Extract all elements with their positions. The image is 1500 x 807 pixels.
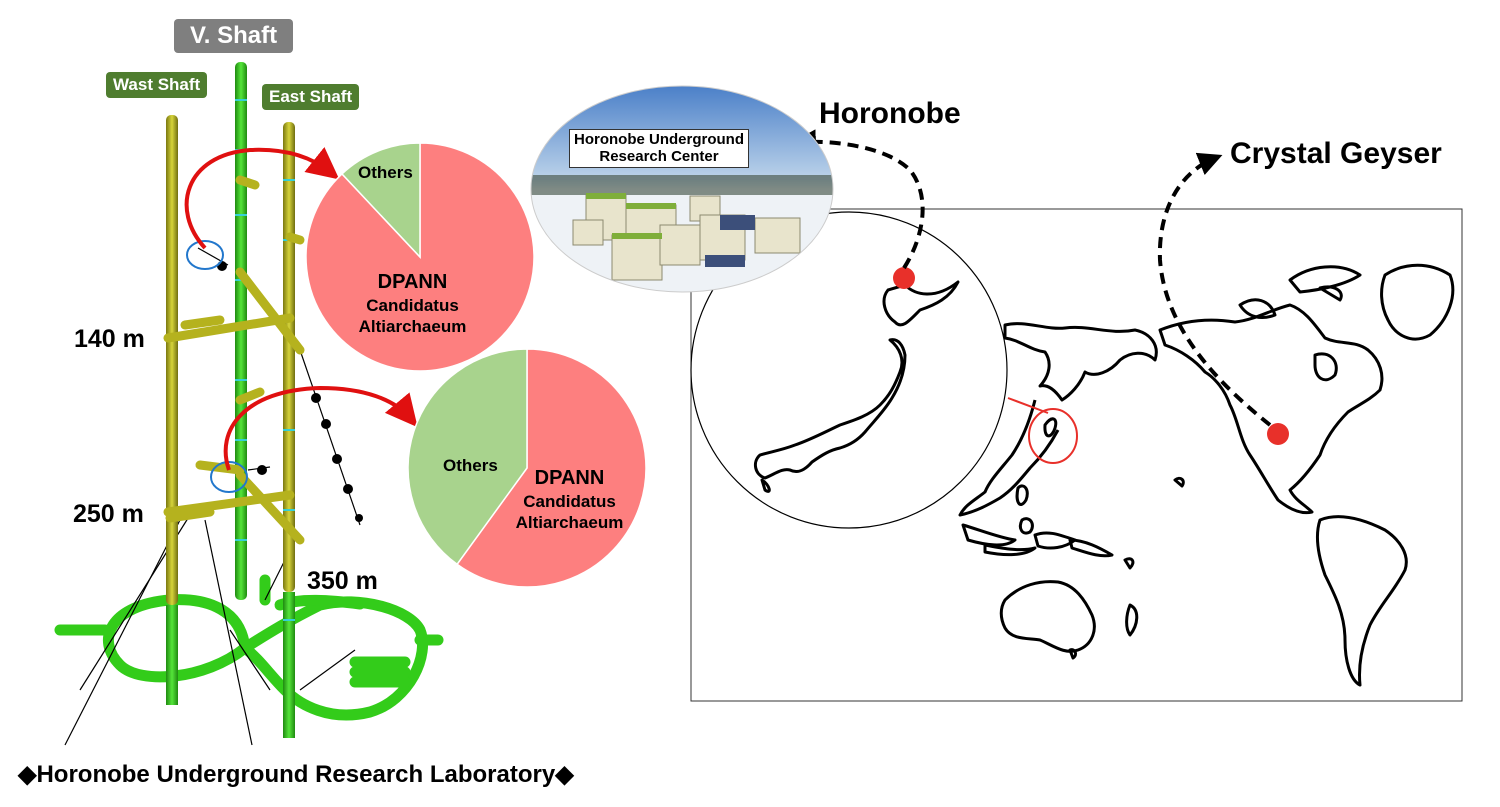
east-shaft-bottom	[283, 592, 295, 738]
pie-chart-250m	[407, 348, 647, 588]
pie2-slice-dpann	[456, 348, 647, 588]
world-map-panel	[690, 129, 1463, 702]
pie1-major-line3: Altiarchaeum	[358, 317, 467, 337]
japan-outline	[753, 280, 960, 493]
west-shaft-tube	[166, 115, 178, 605]
pie1-minor-label: Others	[358, 163, 413, 182]
pie1-slice-others	[340, 142, 421, 259]
sample-circle-250m	[210, 461, 248, 493]
sample-circle-140m	[186, 240, 224, 270]
crystal-geyser-marker	[1267, 423, 1289, 445]
site-label-horonobe: Horonobe	[819, 97, 961, 130]
west-shaft-label: Wast Shaft	[106, 72, 208, 98]
inset-connector	[1007, 397, 1049, 414]
photo-caption-line2: Research Center	[599, 147, 719, 165]
world-coastlines	[958, 263, 1455, 687]
lab-footer-title: ◆Horonobe Underground Research Laborator…	[18, 761, 574, 788]
pie2-major-line3: Altiarchaeum	[515, 513, 624, 533]
arrow-horonobe	[792, 129, 925, 270]
japan-inset-circle	[690, 211, 1008, 529]
photo-border	[530, 85, 834, 293]
japan-highlight-circle	[1028, 408, 1078, 464]
pie1-major-line1: DPANN	[377, 271, 448, 293]
connecting-galleries	[163, 175, 305, 545]
photo-caption: Horonobe Underground Research Center	[569, 129, 749, 168]
site-label-crystal-geyser: Crystal Geyser	[1230, 137, 1442, 170]
gallery-tunnels	[54, 574, 444, 721]
arrow-to-pie-2	[223, 385, 418, 471]
depth-label-250m: 250 m	[73, 500, 144, 528]
pie1-major-line2: Candidatus	[366, 296, 459, 315]
pie2-slice-others	[407, 348, 528, 566]
boreholes	[64, 247, 361, 746]
depth-label-350m: 350 m	[307, 567, 378, 595]
west-shaft-bottom	[166, 605, 178, 705]
photo-caption-line1: Horonobe Underground	[574, 131, 744, 148]
pie2-minor-label: Others	[443, 456, 498, 475]
pie2-major-label: DPANN Candidatus Altiarchaeum	[497, 466, 642, 534]
underground-lab-diagram	[54, 62, 444, 746]
pie-chart-140m	[305, 142, 535, 372]
arrow-crystal-geyser	[1157, 152, 1272, 427]
v-shaft-label: V. Shaft	[174, 19, 294, 53]
pie2-major-line2: Candidatus	[523, 492, 616, 511]
pie1-major-label: DPANN Candidatus Altiarchaeum	[340, 270, 485, 338]
horonobe-marker	[893, 267, 915, 289]
research-center-photo	[531, 86, 833, 292]
arrow-to-pie-1	[184, 147, 340, 250]
depth-label-140m: 140 m	[74, 325, 145, 353]
sampling-points	[217, 261, 363, 522]
east-shaft-label: East Shaft	[262, 84, 360, 110]
shafts	[166, 62, 295, 738]
pie2-major-line1: DPANN	[534, 467, 605, 489]
